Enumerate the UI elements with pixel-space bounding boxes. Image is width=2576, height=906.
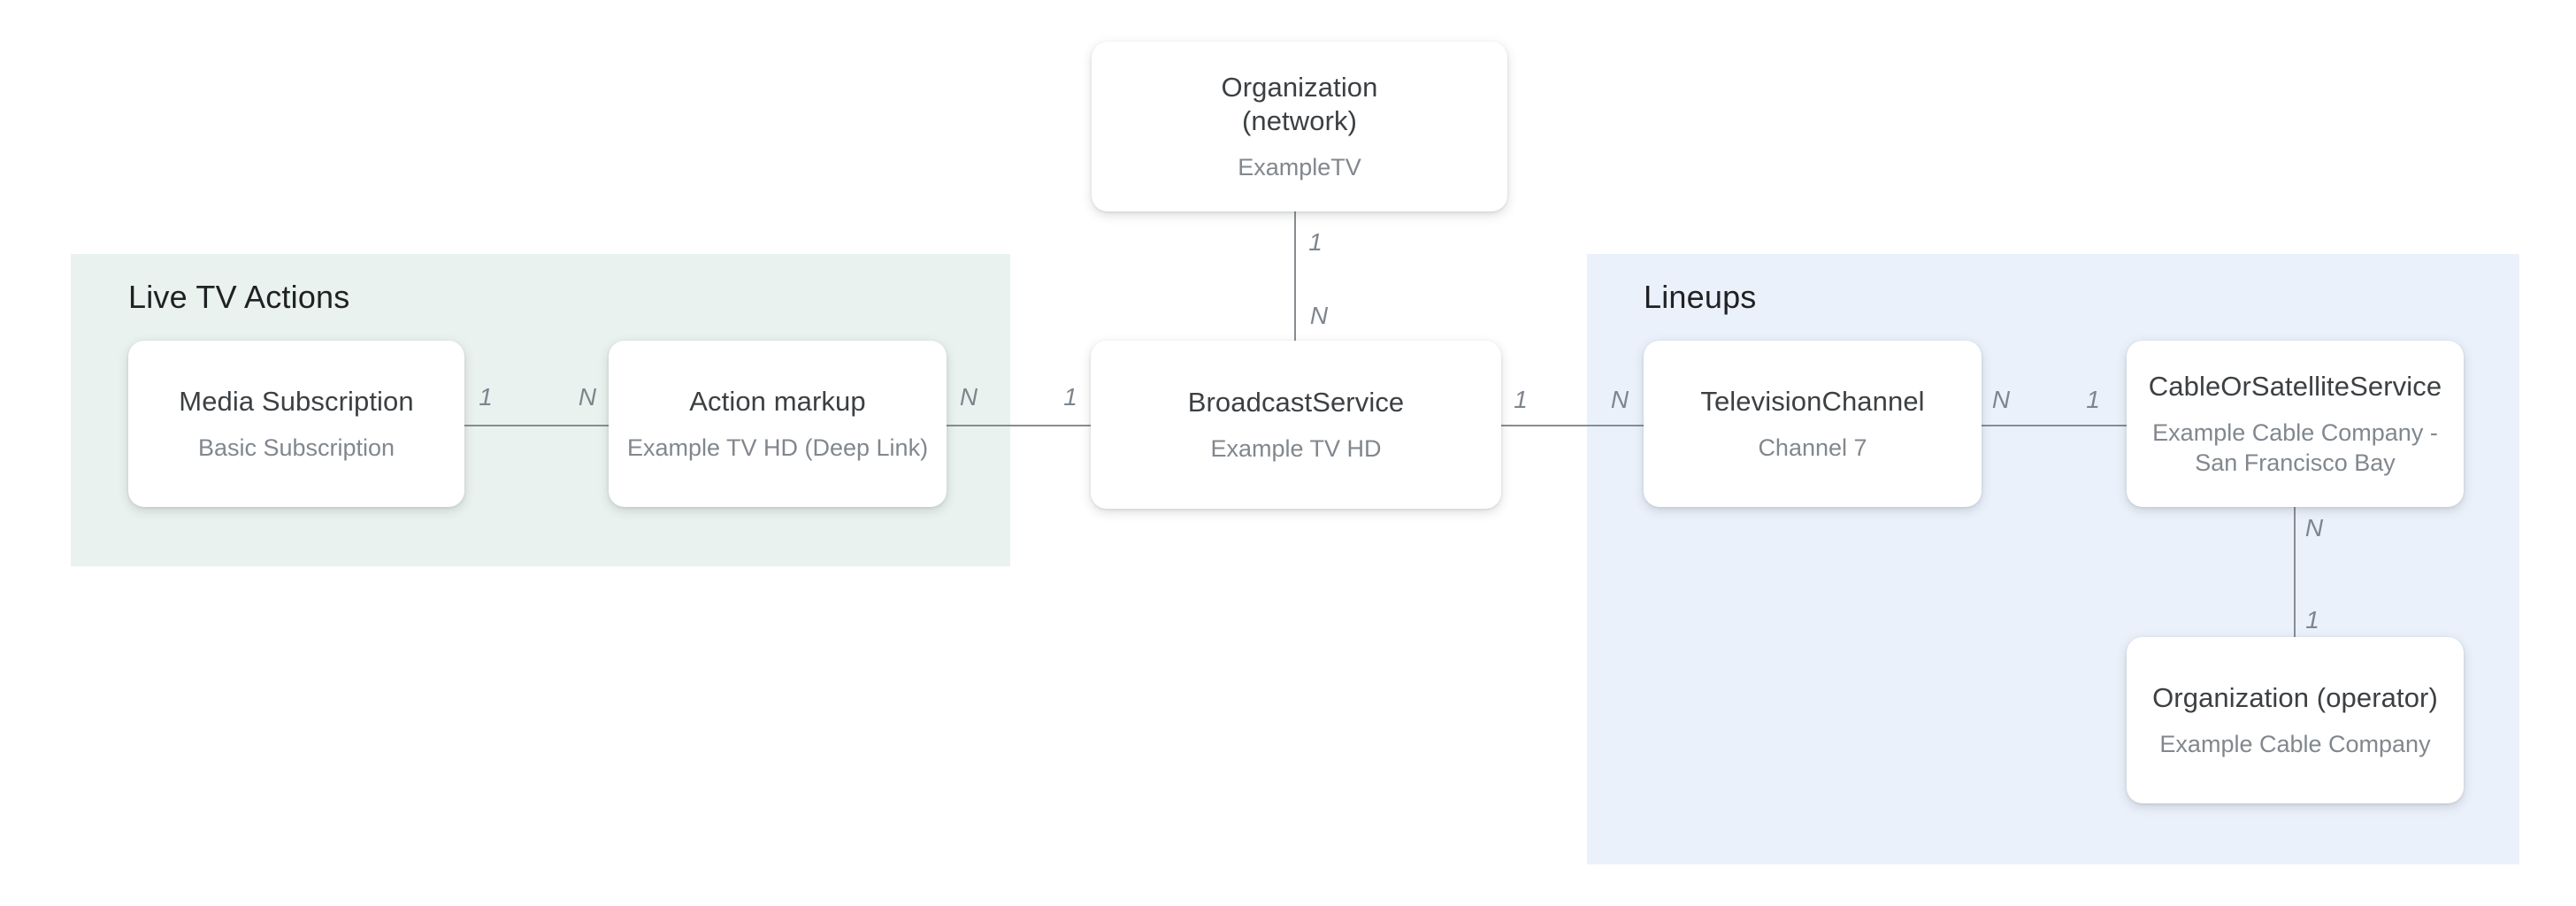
node-subtitle: ExampleTV (1238, 154, 1361, 180)
cardinality-organization-to-broadcast-bottom: N (1309, 302, 1329, 329)
node-subtitle: Example TV HD (Deep Link) (626, 434, 929, 461)
connector-television-to-cable (1982, 425, 2128, 426)
node-subtitle: Example TV HD (1210, 435, 1382, 462)
connector-media-to-action (464, 425, 610, 426)
node-organization-network: Organization (network) ExampleTV (1092, 42, 1507, 211)
node-title: Organization (operator) (2152, 682, 2438, 713)
node-subtitle: Example Cable Company (2159, 731, 2431, 757)
cardinality-action-to-broadcast-right: 1 (1063, 383, 1077, 411)
cardinality-television-to-cable-left: N (1991, 386, 2011, 413)
cardinality-broadcast-to-television-right: N (1610, 386, 1629, 413)
node-media-subscription: Media Subscription Basic Subscription (128, 341, 464, 507)
cardinality-organization-to-broadcast-top: 1 (1308, 228, 1322, 256)
node-title: Organization (network) (1221, 72, 1378, 136)
connector-cable-to-operator (2294, 507, 2296, 638)
node-title: TelevisionChannel (1700, 386, 1925, 417)
live-tv-actions-region-label: Live TV Actions (128, 279, 350, 315)
node-subtitle: Basic Subscription (197, 434, 395, 461)
node-title: Action markup (689, 386, 866, 417)
cardinality-media-to-action-left: 1 (479, 383, 493, 411)
cardinality-cable-to-operator-top: N (2304, 514, 2324, 541)
node-title: Media Subscription (179, 386, 414, 417)
cardinality-action-to-broadcast-left: N (959, 383, 978, 411)
cardinality-media-to-action-right: N (578, 383, 597, 411)
lineups-region-label: Lineups (1644, 279, 1757, 315)
node-subtitle: Channel 7 (1758, 434, 1867, 461)
node-title: BroadcastService (1187, 387, 1405, 418)
connector-organization-to-broadcast (1294, 211, 1296, 342)
node-broadcast-service: BroadcastService Example TV HD (1091, 341, 1501, 509)
connector-action-to-broadcast (947, 425, 1092, 426)
connector-broadcast-to-television (1501, 425, 1644, 426)
node-title: CableOrSatelliteService (2148, 371, 2442, 402)
node-action-markup: Action markup Example TV HD (Deep Link) (609, 341, 947, 507)
cardinality-cable-to-operator-bottom: 1 (2305, 606, 2319, 633)
cardinality-broadcast-to-television-left: 1 (1514, 386, 1528, 413)
node-subtitle: Example Cable Company - San Francisco Ba… (2152, 419, 2438, 476)
node-organization-operator: Organization (operator) Example Cable Co… (2127, 637, 2464, 803)
cardinality-television-to-cable-right: 1 (2086, 386, 2100, 413)
node-cable-or-satellite-service: CableOrSatelliteService Example Cable Co… (2127, 341, 2464, 507)
node-television-channel: TelevisionChannel Channel 7 (1644, 341, 1982, 507)
